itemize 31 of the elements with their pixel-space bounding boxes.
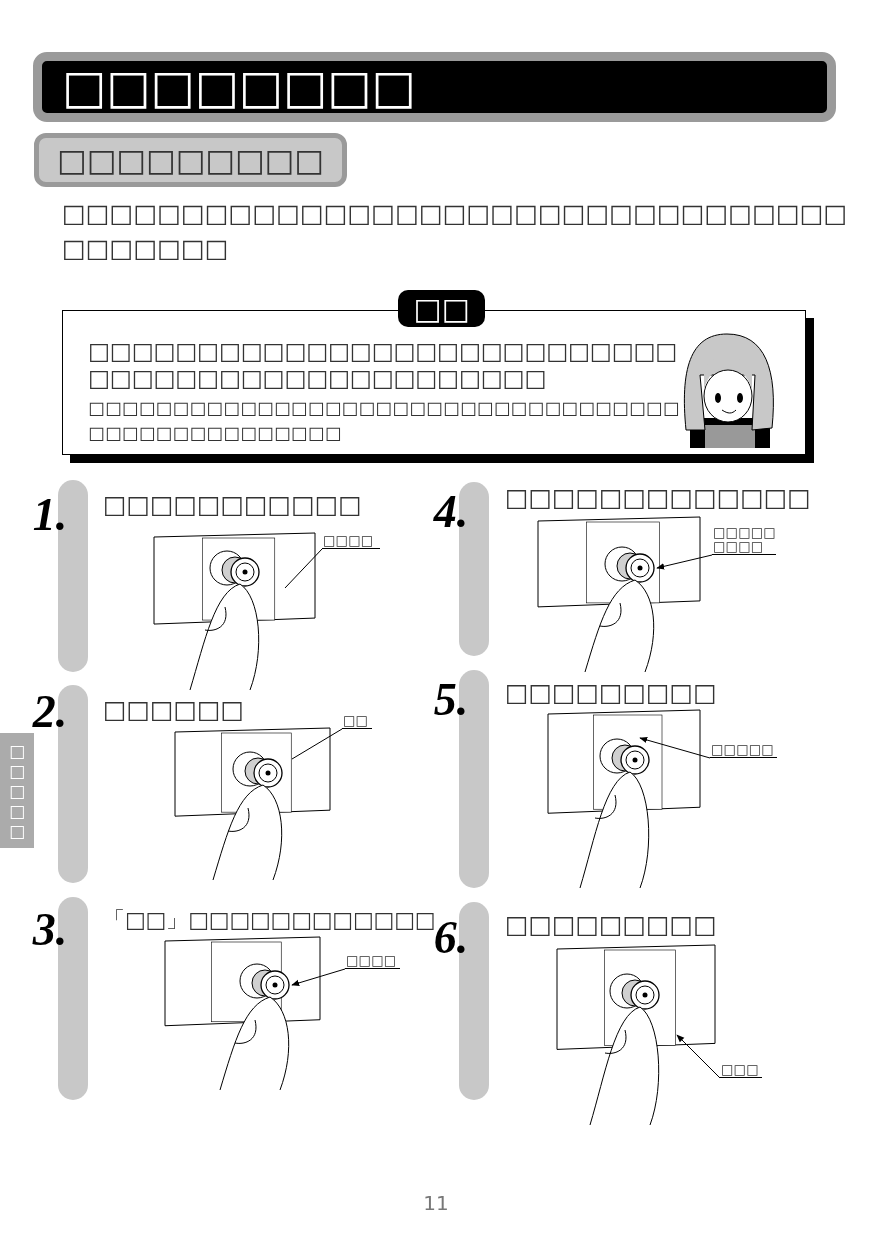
- side-tab: □□□□□: [0, 733, 34, 848]
- step-number: 3.: [31, 904, 69, 956]
- callout-label: □□□□: [322, 534, 380, 549]
- intro-text: □□□□□□□□□□□□□□□□□□□□□□□□□□□□□□□□□□□□□□□□: [62, 198, 849, 265]
- step-heading: □□□□□□□□□□□□□: [505, 482, 811, 514]
- leader-line: [291, 968, 346, 986]
- callout-label: □□□□□: [710, 743, 777, 758]
- callout-label: □□□□□□□□□: [712, 526, 776, 555]
- title-band: □□□□□□□□: [33, 52, 836, 122]
- leader-line: [656, 554, 713, 570]
- page-number: 11: [422, 1190, 450, 1216]
- step-number: 1.: [31, 489, 69, 541]
- note-text: □□□□□□□□□□□□□□□□□□□□□□□□□□□□□□□□□□□□□□□□□□□□□□□□□□: [88, 396, 681, 445]
- leader-line: [284, 548, 323, 589]
- subtitle-box: □□□□□□□□□: [34, 133, 347, 187]
- callout-label: □□□□: [345, 954, 400, 969]
- step-heading: □□□□□□: [103, 694, 245, 726]
- step-heading: □□□□□□□□□: [505, 909, 717, 941]
- step-number: 6.: [433, 912, 470, 964]
- step-heading: □□□□□□□□□□□: [103, 489, 362, 521]
- step-heading: 「□□」□□□□□□□□□□□□: [103, 906, 436, 932]
- step-heading: □□□□□□□□□: [505, 677, 717, 709]
- callout-label: □□: [342, 714, 372, 729]
- callout-label: □□□: [720, 1063, 762, 1078]
- step-number: 2.: [31, 686, 69, 738]
- step-number: 5.: [432, 674, 470, 726]
- leader-line: [676, 1034, 721, 1079]
- note-text: □□□□□□□□□□□□□□□□□□□□□□□□□□□□□□□□□□□□□□□□□□□□□□□□: [88, 338, 679, 392]
- leader-line: [639, 736, 711, 759]
- step-number: 4.: [432, 486, 470, 538]
- note-tag: □□: [398, 290, 485, 327]
